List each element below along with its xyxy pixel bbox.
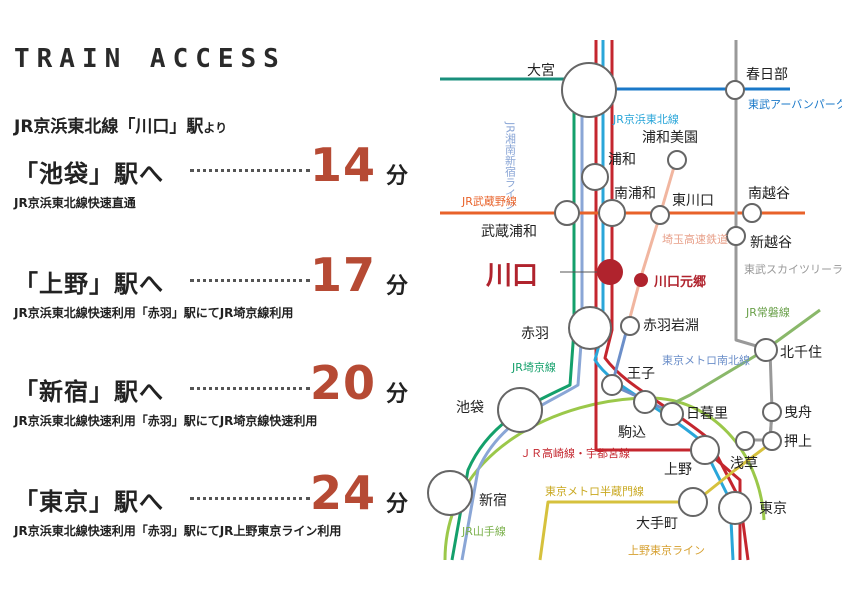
dotted-leader	[190, 497, 310, 500]
origin-station: JR京浜東北線「川口」駅より	[14, 112, 227, 137]
route-minutes: 24	[310, 466, 377, 520]
label-higashi-kawaguchi: 東川口	[672, 193, 714, 209]
route-unit: 分	[386, 164, 409, 189]
label-jr-takasaki-utsunomiya: ＪＲ高崎線・宇都宮線	[520, 446, 630, 460]
label-oji: 王子	[627, 366, 655, 382]
route-minutes: 17	[310, 248, 377, 302]
dotted-leader	[190, 279, 310, 282]
label-ikebukuro: 池袋	[456, 400, 484, 416]
label-metro-namboku: 東京メトロ南北線	[662, 353, 750, 367]
label-kita-senju: 北千住	[780, 345, 822, 361]
label-komagome: 駒込	[618, 425, 646, 441]
label-ueno: 上野	[664, 462, 692, 478]
route-tokyo: 「東京」駅へ 24 分 JR京浜東北線快速利用「赤羽」駅にてJR上野東京ライン利…	[14, 466, 414, 548]
station-asakusa	[735, 431, 755, 451]
namboku-line	[610, 324, 671, 414]
origin-suffix: より	[203, 121, 228, 135]
label-jr-yamanote: JR山手線	[461, 524, 506, 538]
label-jr-joban: JR常磐線	[745, 305, 790, 319]
route-destination: 「東京」駅へ	[14, 488, 164, 516]
label-nippori: 日暮里	[686, 406, 728, 422]
label-urawa: 浦和	[608, 152, 636, 168]
station-musashi-urawa	[554, 200, 580, 226]
route-note: JR京浜東北線快速利用「赤羽」駅にてJR上野東京ライン利用	[14, 524, 342, 538]
route-destination: 「新宿」駅へ	[14, 378, 164, 406]
station-kawaguchi-marker	[597, 259, 623, 285]
route-unit: 分	[386, 382, 409, 407]
station-otemachi	[678, 487, 708, 517]
page-title: TRAIN ACCESS	[14, 44, 286, 74]
station-ikebukuro	[497, 387, 543, 433]
station-oshiage	[762, 431, 782, 451]
station-urawa	[581, 163, 609, 191]
station-hikifune	[762, 402, 782, 422]
station-omiya	[561, 62, 617, 118]
label-asakusa: 浅草	[730, 456, 758, 472]
station-kawaguchi-motogo-marker	[634, 273, 648, 287]
station-shinjuku	[427, 470, 473, 516]
label-shin-koshigaya: 新越谷	[750, 235, 792, 251]
station-nippori	[660, 402, 684, 426]
label-omiya: 大宮	[527, 63, 555, 79]
station-kita-senju	[754, 338, 778, 362]
station-minami-koshigaya	[742, 203, 762, 223]
label-minami-koshigaya: 南越谷	[748, 186, 790, 202]
label-urawa-misono: 浦和美園	[642, 130, 698, 146]
route-ueno: 「上野」駅へ 17 分 JR京浜東北線快速利用「赤羽」駅にてJR埼京線利用	[14, 248, 414, 330]
station-minami-urawa	[598, 199, 626, 227]
station-akabane	[568, 306, 612, 350]
route-unit: 分	[386, 492, 409, 517]
label-ueno-tokyo: 上野東京ライン	[628, 543, 705, 557]
label-metro-hanzomon: 東京メトロ半蔵門線	[545, 484, 644, 498]
route-note: JR京浜東北線快速利用「赤羽」駅にてJR埼京線快速利用	[14, 414, 318, 428]
label-oshiage: 押上	[784, 434, 812, 450]
label-jr-saikyo: JR埼京線	[511, 360, 556, 374]
route-destination: 「池袋」駅へ	[14, 160, 164, 188]
station-ueno	[690, 435, 720, 465]
label-tobu-skytree: 東武スカイツリーライン	[744, 263, 842, 276]
label-akabane: 赤羽	[521, 326, 549, 342]
dotted-leader	[190, 387, 310, 390]
route-minutes: 14	[310, 138, 377, 192]
label-otemachi: 大手町	[636, 516, 678, 532]
label-jr-keihin-tohoku: JR京浜東北線	[612, 112, 679, 126]
saitama-railway	[626, 159, 678, 326]
label-jr-musashino: JR武蔵野線	[461, 194, 517, 208]
label-saitama-railway: 埼玉高速鉄道	[662, 232, 728, 246]
label-kawaguchi: 川口	[486, 261, 538, 291]
label-tokyo: 東京	[759, 501, 787, 517]
label-shinjuku: 新宿	[479, 492, 507, 509]
station-tokyo	[718, 491, 752, 525]
route-unit: 分	[386, 274, 409, 299]
label-minami-urawa: 南浦和	[614, 186, 656, 202]
route-note: JR京浜東北線快速利用「赤羽」駅にてJR埼京線利用	[14, 306, 294, 320]
label-musashi-urawa: 武蔵浦和	[481, 224, 537, 240]
station-urawa-misono	[667, 150, 687, 170]
label-jr-shonan-shinjuku: JR湘南新宿ライン	[504, 121, 517, 210]
label-hikifune: 曳舟	[784, 405, 812, 421]
station-oji	[601, 374, 623, 396]
station-shin-koshigaya	[726, 226, 746, 246]
station-komagome	[633, 390, 657, 414]
label-akabane-iwabuchi: 赤羽岩淵	[643, 318, 699, 334]
station-higashi-kawaguchi	[650, 205, 670, 225]
station-kasukabe	[725, 80, 745, 100]
route-note: JR京浜東北線快速直通	[14, 196, 136, 210]
label-kasukabe: 春日部	[746, 67, 788, 83]
route-minutes: 20	[310, 356, 377, 410]
route-shinjuku: 「新宿」駅へ 20 分 JR京浜東北線快速利用「赤羽」駅にてJR埼京線快速利用	[14, 356, 414, 438]
station-akabane-iwabuchi	[620, 316, 640, 336]
route-ikebukuro: 「池袋」駅へ 14 分 JR京浜東北線快速直通	[14, 138, 414, 220]
label-kawaguchi-motogo: 川口元郷	[653, 275, 706, 290]
label-tobu-urban-park: 東武アーバンパークライン	[748, 98, 842, 111]
dotted-leader	[190, 169, 310, 172]
origin-main: JR京浜東北線「川口」駅	[14, 117, 204, 137]
route-destination: 「上野」駅へ	[14, 270, 164, 298]
